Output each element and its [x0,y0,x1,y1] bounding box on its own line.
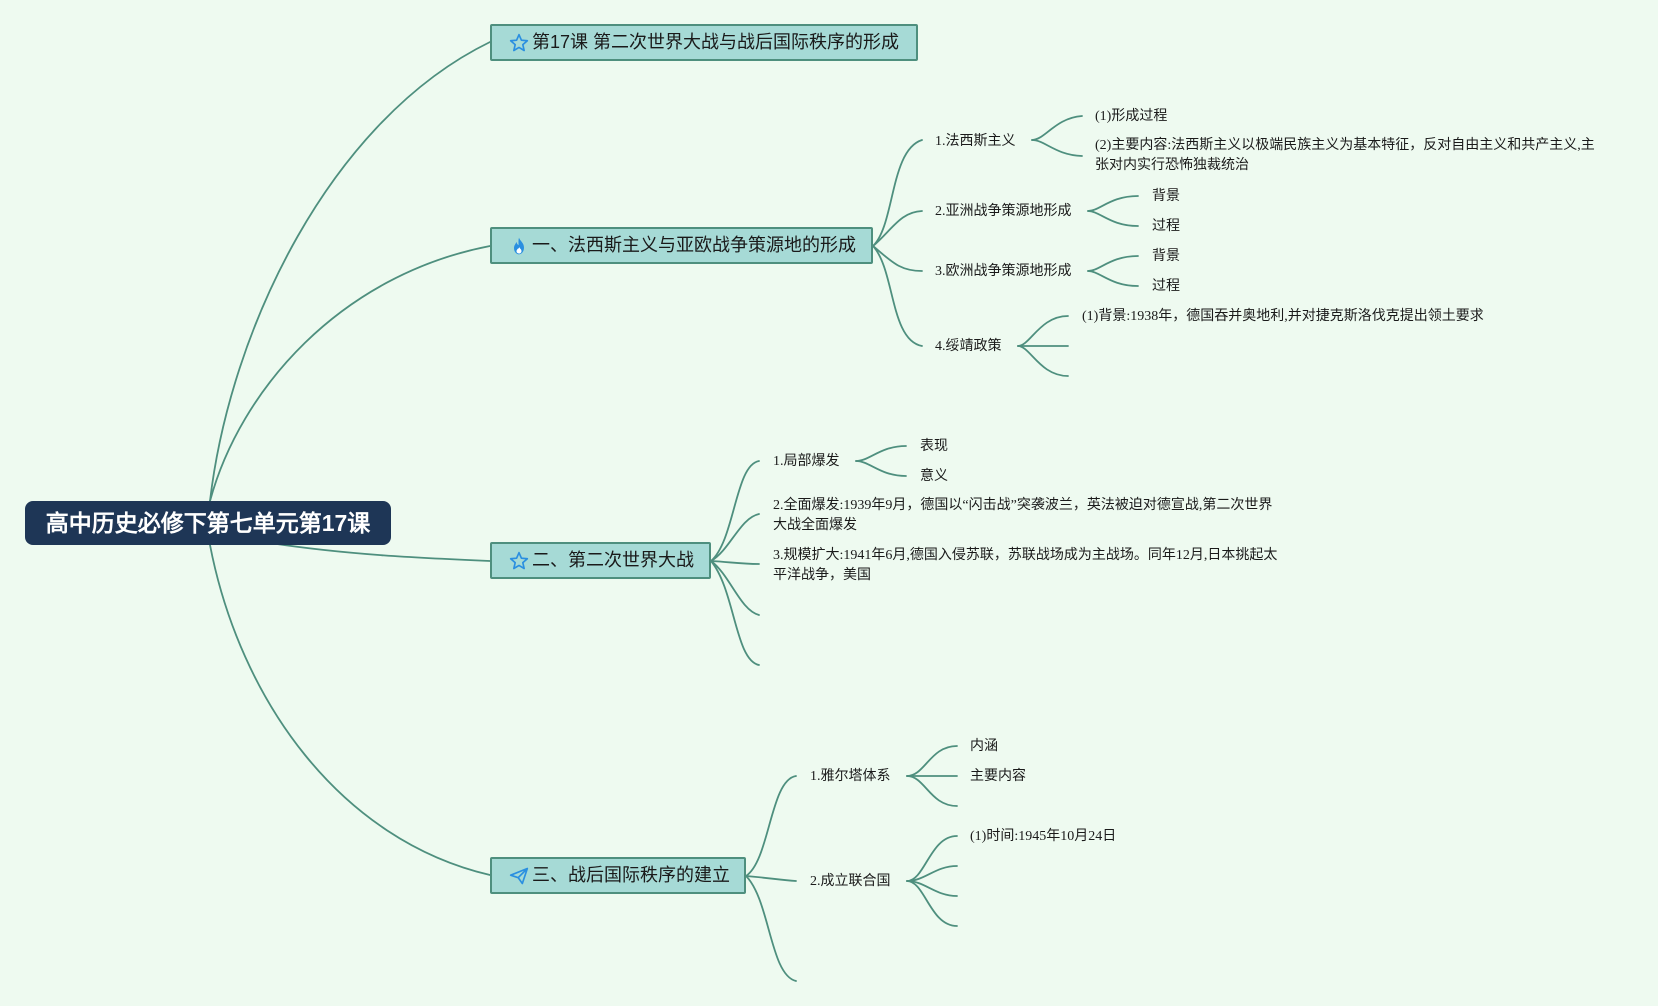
subtopic-local-outbreak[interactable]: 1.局部爆发 [773,454,840,469]
leaf-background[interactable]: 背景 [1152,189,1180,204]
leaf-connotation[interactable]: 内涵 [970,739,998,754]
leaf-formation-process[interactable]: (1)形成过程 [1095,109,1168,124]
subtopic-europe-war-source[interactable]: 3.欧洲战争策源地形成 [935,264,1072,279]
leaf-process[interactable]: 过程 [1152,279,1180,294]
topic-label: 第17课 第二次世界大战与战后国际秩序的形成 [532,32,900,52]
leaf-main-content[interactable]: (2)主要内容:法西斯主义以极端民族主义为基本特征，反对自由主义和共产主义,主张… [1095,138,1595,173]
subtopic-yalta-system[interactable]: 1.雅尔塔体系 [810,769,891,784]
leaf-manifestation[interactable]: 表现 [920,439,948,454]
subtopic-asia-war-source[interactable]: 2.亚洲战争策源地形成 [935,204,1072,219]
leaf-process[interactable]: 过程 [1152,219,1180,234]
leaf-main-content[interactable]: 主要内容 [970,769,1026,784]
leaf-appeasement-background[interactable]: (1)背景:1938年，德国吞并奥地利,并对捷克斯洛伐克提出领土要求 [1082,309,1484,324]
topic-ww2[interactable]: 二、第二次世界大战 [490,542,711,579]
topic-fascism[interactable]: 一、法西斯主义与亚欧战争策源地的形成 [490,227,873,264]
leaf-significance[interactable]: 意义 [920,469,948,484]
subtopic-appeasement[interactable]: 4.绥靖政策 [935,339,1002,354]
star-icon [509,551,529,570]
root-topic[interactable]: 高中历史必修下第七单元第17课 [25,501,391,545]
subtopic-un-founding[interactable]: 2.成立联合国 [810,874,891,889]
subtopic-fascism[interactable]: 1.法西斯主义 [935,134,1016,149]
leaf-un-date[interactable]: (1)时间:1945年10月24日 [970,829,1117,844]
root-link-topic-0 [209,41,491,502]
topic-label: 一、法西斯主义与亚欧战争策源地的形成 [532,235,856,255]
star-icon [509,33,529,52]
topic-postwar-order[interactable]: 三、战后国际秩序的建立 [490,857,746,894]
paper-plane-icon [509,867,529,885]
root-link-topic-3 [209,544,491,876]
subtopic-full-outbreak[interactable]: 2.全面爆发:1939年9月，德国以“闪击战”突袭波兰，英法被迫对德宣战,第二次… [773,498,1273,533]
topic-label: 三、战后国际秩序的建立 [532,865,730,885]
root-link-topic-1 [209,245,491,502]
subtopic-scale-expansion[interactable]: 3.规模扩大:1941年6月,德国入侵苏联，苏联战场成为主战场。同年12月,日本… [773,548,1278,583]
leaf-background[interactable]: 背景 [1152,249,1180,264]
topic-label: 二、第二次世界大战 [532,550,694,570]
root-link-topic-2 [269,542,491,562]
fire-icon [514,237,524,255]
topic-lesson-title[interactable]: 第17课 第二次世界大战与战后国际秩序的形成 [490,24,918,61]
